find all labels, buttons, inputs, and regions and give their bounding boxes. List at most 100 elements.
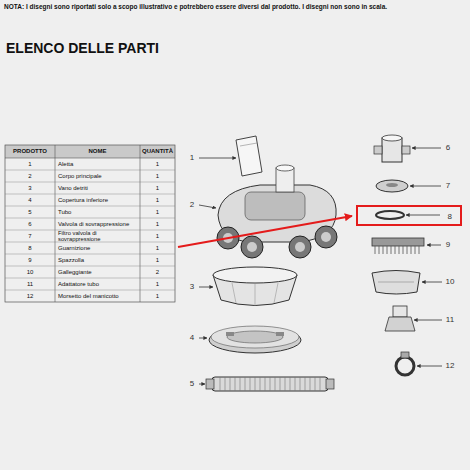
valve-filter-part <box>386 183 398 187</box>
table-cell: Copertura inferiore <box>56 194 139 206</box>
table-cell: 5 <box>6 206 54 218</box>
parts-table-grid <box>140 145 141 302</box>
valve-filter-part <box>376 180 408 192</box>
debris-bin-part <box>255 284 256 306</box>
relief-valve-part <box>374 135 441 162</box>
hose-part <box>326 379 334 389</box>
debris-bin-part <box>213 267 297 283</box>
gasket-part <box>406 215 440 216</box>
parts-table-grid <box>55 145 56 302</box>
callout-number: 12 <box>441 360 459 372</box>
hose-part <box>212 377 328 391</box>
float-part <box>422 282 442 283</box>
callout-number: 4 <box>183 332 201 344</box>
table-cell: 11 <box>6 278 54 290</box>
table-cell: 7 <box>6 230 54 242</box>
table-cell: 1 <box>141 230 174 242</box>
callout-number: 5 <box>183 378 201 390</box>
brush-part <box>375 246 419 254</box>
table-cell: 1 <box>141 242 174 254</box>
gasket-part <box>376 211 404 219</box>
table-cell: Valvola di sovrappressione <box>56 218 139 230</box>
table-cell: 4 <box>6 194 54 206</box>
float-part <box>378 282 414 283</box>
parts-table-grid <box>5 145 175 302</box>
bottom-cover-part <box>199 326 301 353</box>
valve-filter-part <box>376 180 441 192</box>
parts-table-grid <box>5 170 175 171</box>
table-cell: Tubo <box>56 206 139 218</box>
table-cell: Adattatore tubo <box>56 278 139 290</box>
cleaner-body-part <box>245 192 305 220</box>
table-header-cell: QUANTITÀ <box>141 145 174 158</box>
hose-adapter-part <box>385 306 442 331</box>
hose-part <box>220 377 320 391</box>
callout-number: 8 <box>448 211 452 220</box>
table-cell: 2 <box>141 266 174 278</box>
bottom-cover-part <box>211 326 299 348</box>
callout-number: 10 <box>441 276 459 288</box>
relief-valve-part <box>402 146 410 154</box>
callout-number: 9 <box>439 239 457 251</box>
table-header-cell: NOME <box>56 145 139 158</box>
hose-clamp-part <box>396 357 414 375</box>
table-cell: 1 <box>141 278 174 290</box>
parts-table-grid <box>5 194 175 195</box>
relief-valve-part <box>382 135 402 141</box>
hose-part <box>206 379 214 389</box>
flap-part <box>199 158 236 159</box>
relief-valve-part <box>412 148 441 149</box>
table-cell: 1 <box>6 158 54 170</box>
table-cell: 1 <box>141 158 174 170</box>
highlight-arrow <box>178 216 352 247</box>
parts-table-grid <box>5 182 175 183</box>
debris-bin-part <box>232 283 236 303</box>
table-cell: 1 <box>141 206 174 218</box>
parts-table-grid <box>5 254 175 255</box>
table-cell: 2 <box>6 170 54 182</box>
table-cell: 1 <box>141 170 174 182</box>
highlight-frame: 8 <box>356 205 462 226</box>
parts-table-grid <box>5 158 175 159</box>
bottom-cover-part <box>199 338 207 339</box>
flap-part <box>199 136 262 176</box>
table-cell: 8 <box>6 242 54 254</box>
highlight-arrow <box>178 216 352 247</box>
parts-table-grid <box>5 278 175 279</box>
callout-number: 2 <box>183 199 201 211</box>
parts-table-grid <box>5 218 175 219</box>
cleaner-body-part <box>199 205 216 208</box>
brush-part <box>372 238 441 254</box>
table-cell: 1 <box>141 182 174 194</box>
cleaner-body-part <box>315 226 337 248</box>
brush-part <box>372 238 424 246</box>
relief-valve-part <box>382 138 402 162</box>
float-part <box>372 271 442 295</box>
callout-number: 1 <box>183 152 201 164</box>
table-cell: 1 <box>141 290 174 302</box>
table-cell: 10 <box>6 266 54 278</box>
table-cell: Spazzolla <box>56 254 139 266</box>
heading: ELENCO DELLE PARTI <box>6 40 159 56</box>
table-cell: 12 <box>6 290 54 302</box>
hose-adapter-part <box>385 317 415 331</box>
hose-clamp-part <box>396 352 442 375</box>
hose-clamp-part <box>401 352 409 358</box>
brush-part <box>427 245 441 246</box>
table-cell: 1 <box>141 194 174 206</box>
table-cell: 1 <box>141 218 174 230</box>
table-cell: 1 <box>141 254 174 266</box>
parts-table-grid <box>5 206 175 207</box>
bottom-cover-part <box>209 327 301 353</box>
relief-valve-part <box>374 146 382 154</box>
parts-table-grid <box>5 145 175 302</box>
cleaner-body-part <box>276 168 294 192</box>
bottom-cover-part <box>226 332 234 336</box>
note-text: NOTA: I disegni sono riportati solo a sc… <box>4 3 466 10</box>
float-part <box>372 271 420 295</box>
callout-number: 3 <box>183 281 201 293</box>
table-cell: Aletta <box>56 158 139 170</box>
hose-part <box>199 377 334 391</box>
debris-bin-part <box>199 267 297 306</box>
